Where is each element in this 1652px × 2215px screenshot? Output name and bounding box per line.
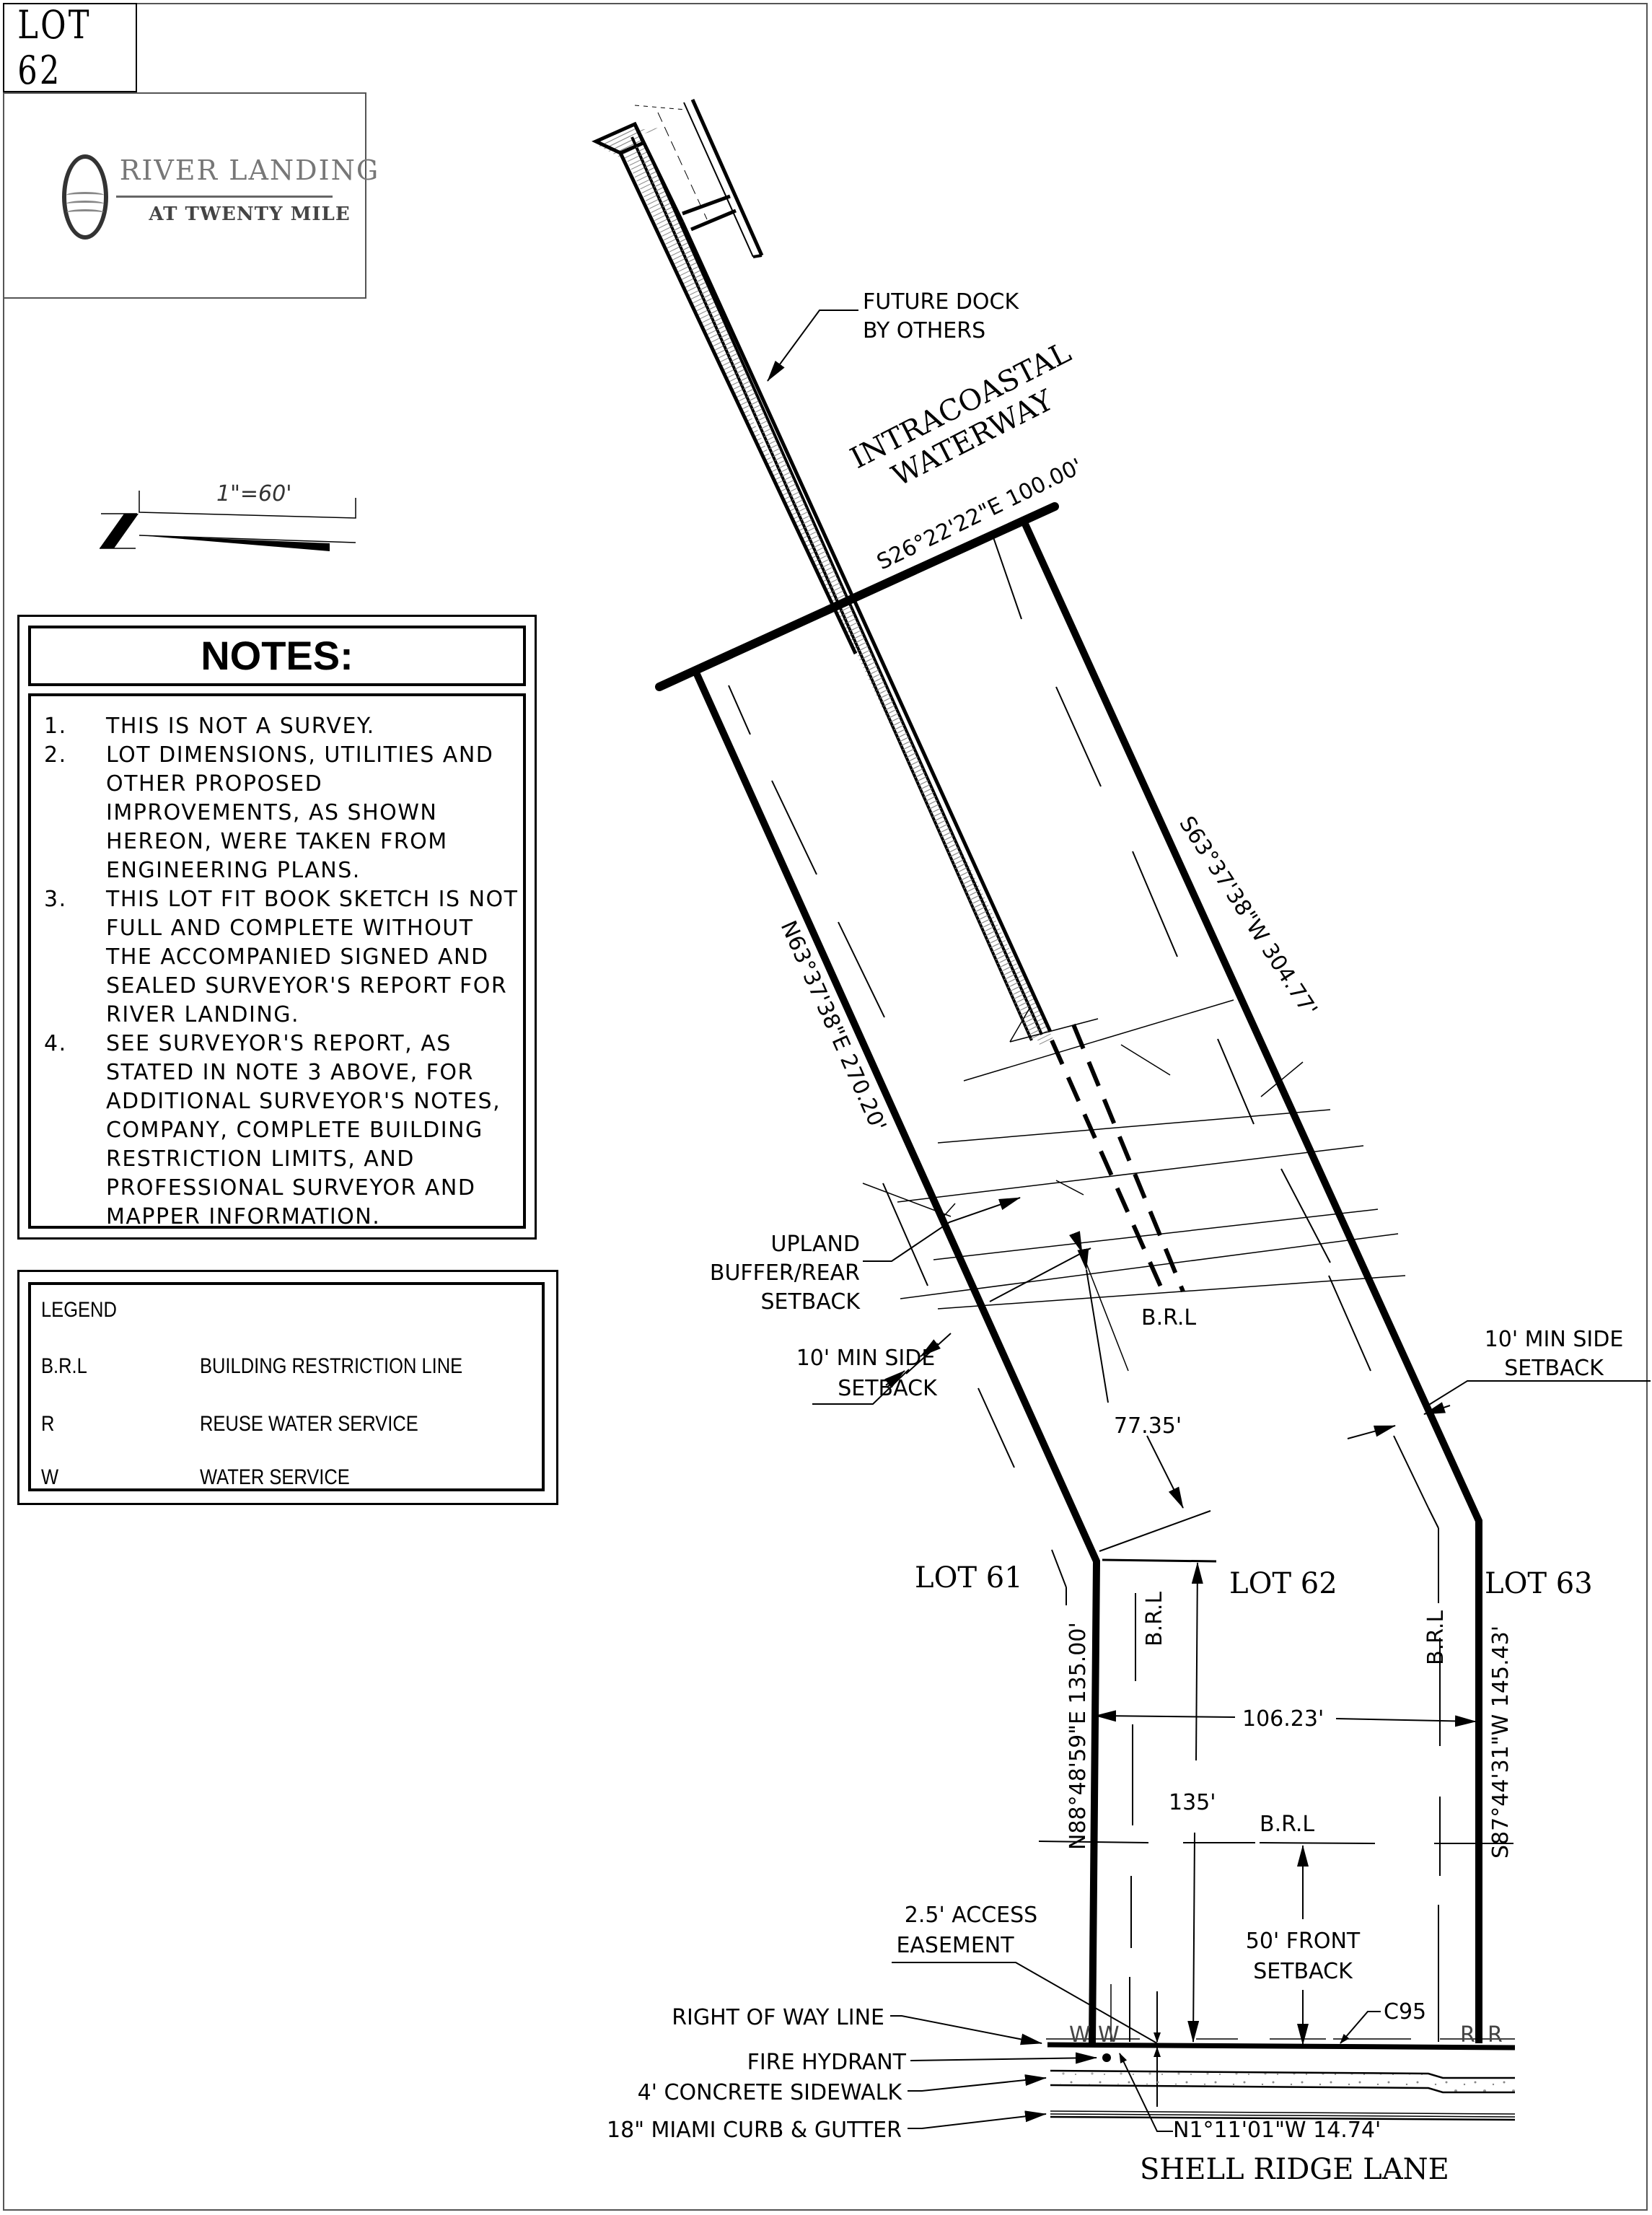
street-name: SHELL RIDGE LANE	[1140, 2153, 1449, 2186]
svg-text:SETBACK: SETBACK	[760, 1289, 861, 1315]
left-lot-line	[692, 669, 1101, 2044]
water-service-mark: W	[1098, 2022, 1120, 2048]
legend-code: B.R.L	[41, 1354, 87, 1378]
svg-text:UPLAND: UPLAND	[770, 1232, 860, 1257]
note-item: 1. THIS IS NOT A SURVEY.	[31, 712, 523, 741]
legend-description: BUILDING RESTRICTION LINE	[200, 1354, 463, 1378]
dock-label-line2: BY OTHERS	[863, 318, 985, 343]
scale-bar: 1"=60'	[100, 481, 356, 551]
notes-title: NOTES:	[28, 626, 526, 686]
street-element-labels: RIGHT OF WAY LINE FIRE HYDRANT 4' CONCRE…	[607, 2005, 907, 2143]
fire-hydrant-label: FIRE HYDRANT	[747, 2050, 907, 2075]
svg-text:SETBACK: SETBACK	[1504, 1356, 1604, 1381]
frontage-bearing: N1°11'01"W 14.74'	[1173, 2118, 1381, 2143]
svg-text:10' MIN SIDE: 10' MIN SIDE	[796, 1346, 936, 1371]
rear-setback-dimension: 77.35'	[1114, 1413, 1182, 1439]
svg-text:2.5' ACCESS: 2.5' ACCESS	[905, 1903, 1037, 1928]
note-number: 1.	[44, 714, 67, 739]
curb-gutter-label: 18" MIAMI CURB & GUTTER	[607, 2118, 902, 2143]
lot-62-label: LOT 62	[1229, 1567, 1337, 1600]
svg-text:50' FRONT: 50' FRONT	[1246, 1929, 1361, 1954]
logo-box: RIVER LANDING AT TWENTY MILE	[3, 92, 378, 299]
row-line-label: RIGHT OF WAY LINE	[672, 2005, 884, 2030]
sheet-border	[3, 3, 1648, 2211]
note-text: THIS IS NOT A SURVEY.	[106, 714, 375, 739]
upland-buffer-label: UPLAND BUFFER/REAR SETBACK	[710, 1232, 861, 1315]
brl-label-left: B.R.L	[1142, 1592, 1167, 1646]
note-text: LOT DIMENSIONS, UTILITIES AND OTHER PROP…	[106, 742, 494, 883]
concrete-sidewalk	[1050, 2071, 1515, 2092]
note-number: 4.	[44, 1031, 67, 1056]
right-rear-bearing: S63°37'38"W 304.77'	[1174, 812, 1322, 1021]
water-service-mark: W	[1069, 2022, 1091, 2048]
river-landing-logo-icon	[62, 154, 108, 240]
lot-title-box: LOT 62	[3, 2, 137, 93]
note-text: SEE SURVEYOR'S REPORT, AS STATED IN NOTE…	[106, 1031, 501, 1229]
logo-subtitle: AT TWENTY MILE	[149, 203, 351, 225]
future-dock	[591, 98, 1053, 1046]
svg-text:10' MIN SIDE: 10' MIN SIDE	[1485, 1327, 1624, 1352]
svg-text:SETBACK: SETBACK	[1253, 1959, 1353, 1984]
legend-description: WATER SERVICE	[200, 1465, 350, 1489]
reuse-service-mark: R	[1460, 2022, 1475, 2048]
legend-description: REUSE WATER SERVICE	[200, 1412, 418, 1436]
access-easement-label: 2.5' ACCESS EASEMENT	[896, 1903, 1037, 1958]
fire-hydrant-icon	[1102, 2053, 1111, 2062]
right-of-way-line	[1047, 2042, 1516, 2050]
left-front-bearing: N88°48'59"E 135.00'	[1066, 1622, 1091, 1850]
brl-label-front: B.R.L	[1260, 1812, 1314, 1837]
legend-panel: LEGEND B.R.L BUILDING RESTRICTION LINE R…	[17, 1270, 558, 1505]
legend-code: R	[41, 1412, 55, 1436]
logo-name: RIVER LANDING	[119, 154, 380, 186]
brl-lines	[728, 535, 1441, 2042]
lot-61-label: LOT 61	[915, 1561, 1023, 1595]
width-dimension: 106.23'	[1242, 1706, 1324, 1732]
depth-dimension: 135'	[1169, 1790, 1216, 1815]
svg-text:EASEMENT: EASEMENT	[896, 1933, 1014, 1958]
lot-63-label: LOT 63	[1485, 1567, 1593, 1600]
note-number: 2.	[44, 742, 67, 768]
brl-label-right: B.R.L	[1423, 1610, 1449, 1665]
right-lot-line	[1021, 520, 1482, 2043]
right-front-bearing: S87°44'31"W 145.43'	[1488, 1626, 1513, 1859]
wave-line-icon	[66, 201, 104, 207]
note-number: 3.	[44, 887, 67, 912]
north-arrow-icon	[100, 514, 139, 548]
upland-buffer-lines	[862, 999, 1406, 1310]
side-setback-left-label: 10' MIN SIDE SETBACK	[796, 1346, 938, 1401]
curb-gutter	[1050, 2110, 1516, 2115]
dock-label: FUTURE DOCK	[863, 289, 1019, 315]
note-item: 2. LOT DIMENSIONS, UTILITIES AND OTHER P…	[31, 741, 523, 885]
legend-inner: LEGEND B.R.L BUILDING RESTRICTION LINE R…	[28, 1282, 545, 1491]
svg-text:SETBACK: SETBACK	[838, 1376, 938, 1401]
svg-text:BUFFER/REAR: BUFFER/REAR	[710, 1260, 860, 1286]
left-rear-bearing: N63°37'38"E 270.20'	[776, 917, 891, 1136]
lot-title: LOT 62	[17, 2, 92, 93]
side-setback-right-label: 10' MIN SIDE SETBACK	[1485, 1327, 1624, 1381]
sidewalk-label: 4' CONCRETE SIDEWALK	[638, 2080, 903, 2105]
note-item: 3. THIS LOT FIT BOOK SKETCH IS NOT FULL …	[31, 885, 523, 1030]
logo-divider	[116, 196, 333, 198]
reuse-service-mark: R	[1488, 2022, 1503, 2048]
dock-walkway-dashed	[1050, 1023, 1185, 1293]
wave-line-icon	[66, 192, 104, 198]
note-item: 4. SEE SURVEYOR'S REPORT, AS STATED IN N…	[31, 1030, 523, 1232]
front-setback-label: 50' FRONT SETBACK	[1246, 1929, 1361, 1984]
scale-label: 1"=60'	[216, 481, 291, 506]
curve-label: C95	[1384, 1999, 1426, 2025]
legend-code: W	[41, 1465, 59, 1489]
note-text: THIS LOT FIT BOOK SKETCH IS NOT FULL AND…	[106, 887, 519, 1027]
brl-label-rear: B.R.L	[1141, 1305, 1196, 1330]
rear-property-line	[655, 502, 1059, 691]
legend-title: LEGEND	[41, 1298, 117, 1322]
wave-line-icon	[66, 209, 104, 216]
notes-panel: NOTES: 1. THIS IS NOT A SURVEY. 2. LOT D…	[17, 615, 537, 1240]
notes-list: 1. THIS IS NOT A SURVEY. 2. LOT DIMENSIO…	[28, 693, 526, 1229]
